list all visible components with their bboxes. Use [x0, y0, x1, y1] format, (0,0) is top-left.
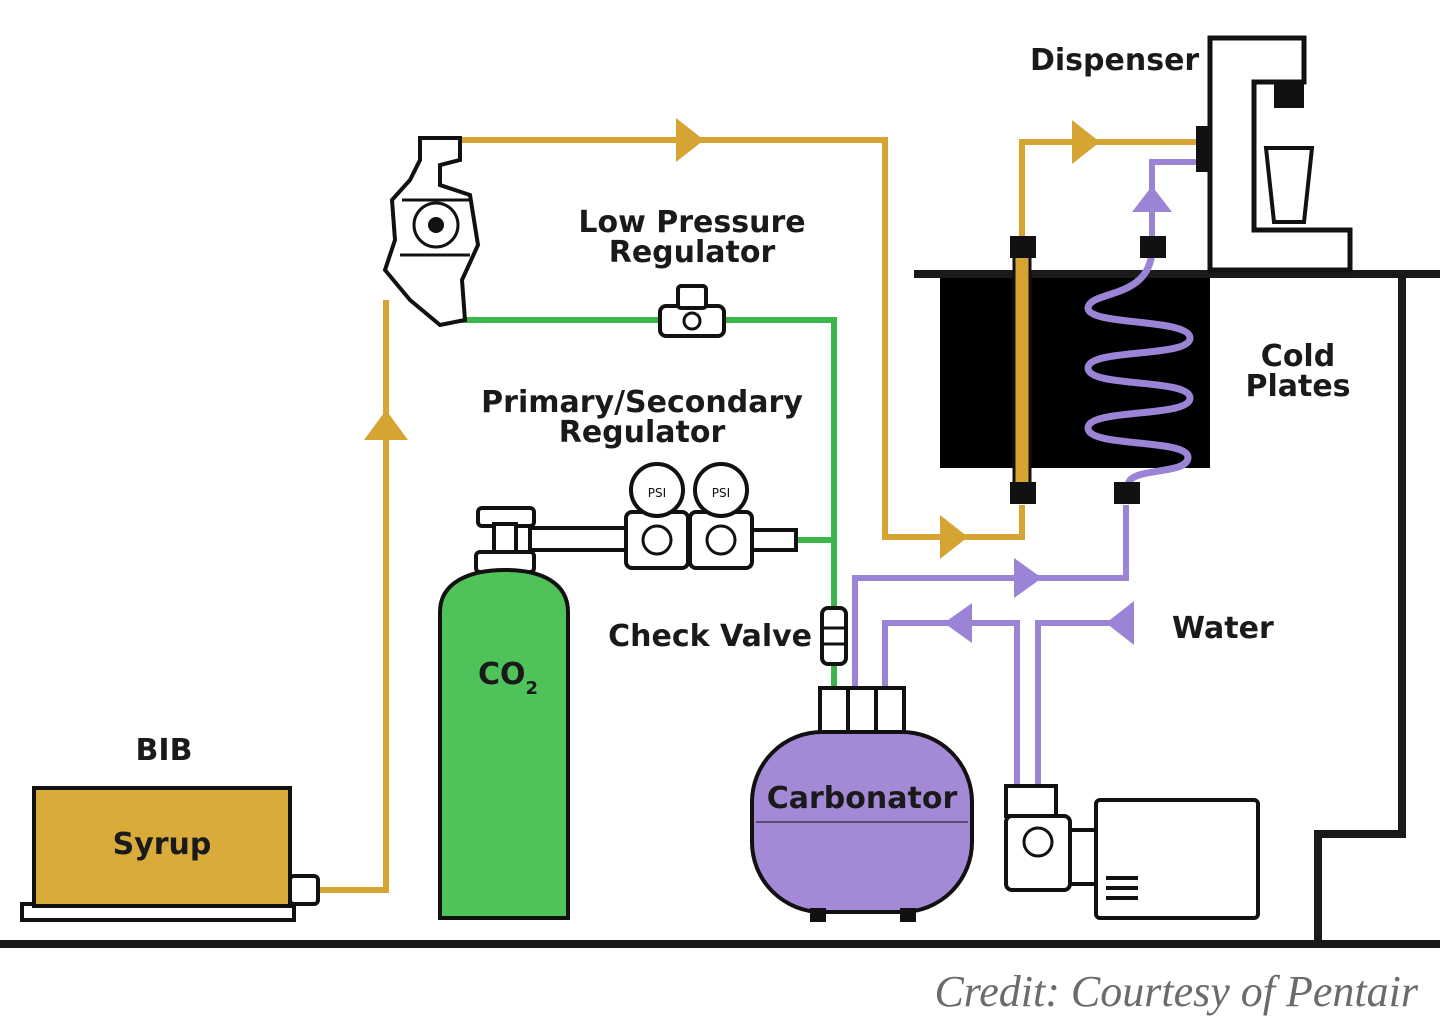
co2-line-to-low-pressure [455, 317, 837, 610]
syrup-line-coldplate-to-dispenser [1019, 139, 1200, 240]
low-pressure-regulator-port [682, 311, 702, 331]
cup-icon [1263, 146, 1315, 224]
bib-box-outlet [288, 874, 320, 906]
water-pump-head-port [1022, 826, 1054, 858]
cold-plates-label-line2: Plates [1245, 369, 1350, 404]
syrup-pump-hub [428, 217, 444, 233]
water-coil [1084, 246, 1194, 490]
regulator-outlet-fitting [750, 528, 798, 552]
cold-plates-label-line1: Cold [1261, 339, 1335, 374]
water-pump-motor [1094, 798, 1260, 920]
carbonator-fitting [846, 686, 878, 736]
dispenser [1196, 35, 1353, 273]
water-line-supply-to-pump [1035, 620, 1130, 790]
syrup-tube-cap-top [1010, 236, 1036, 258]
check-valve-body [820, 606, 848, 666]
water-line [852, 159, 1200, 790]
regulator-body-1 [624, 510, 690, 570]
syrup-arrow-right-bottom [940, 515, 968, 559]
co2-tank-valve-stem [492, 522, 518, 556]
carbonator-label: Carbonator [767, 781, 958, 816]
water-arrow-up-dispenser [1132, 186, 1172, 212]
primary-secondary-regulator-label-line1: Primary/Secondary [481, 385, 803, 420]
water-arrow-left-supply [1106, 601, 1134, 645]
water-coil-cap-bottom [1114, 482, 1140, 504]
carbonator-fitting [818, 686, 850, 736]
carbonator [750, 686, 974, 922]
syrup-arrow-right-top [676, 118, 704, 162]
water-arrow-right [1014, 558, 1042, 598]
primary-secondary-regulator-label-line2: Regulator [559, 415, 726, 450]
water-pump [1004, 784, 1260, 920]
cold-plate-block [940, 278, 1210, 468]
dispenser-inlet [1196, 126, 1210, 172]
dispenser-nozzle [1274, 82, 1304, 108]
bib-label: BIB [136, 733, 193, 768]
water-arrow-left-pump [944, 603, 972, 643]
regulator-knob-2 [705, 524, 737, 556]
low-pressure-regulator-body [658, 304, 726, 338]
regulator-body-2 [688, 510, 754, 570]
syrup-arrow-right-dispenser [1072, 120, 1100, 164]
pressure-gauge-icon [693, 462, 749, 518]
counter-outline [914, 270, 1440, 944]
water-line-coldplate-to-dispenser [1149, 159, 1200, 240]
bib-syrup-box [20, 786, 320, 922]
flow-arrows [364, 118, 1172, 645]
syrup-line [318, 137, 1200, 893]
low-pressure-regulator [658, 284, 726, 338]
carbonator-fitting [874, 686, 906, 736]
co2-tank-label: CO2 [478, 657, 538, 699]
dispenser-body [1207, 35, 1353, 273]
pressure-gauge-icon [629, 462, 685, 518]
low-pressure-regulator-label-line2: Regulator [609, 235, 776, 270]
gauge-label: PSI [712, 486, 730, 500]
carbonator-foot [810, 908, 826, 922]
regulator-knob-1 [641, 524, 673, 556]
syrup-arrow-up [364, 410, 408, 440]
low-pressure-regulator-cap [676, 284, 708, 310]
water-line-carbonator-to-coldplate [852, 505, 1129, 690]
water-label: Water [1172, 611, 1274, 646]
co2-tank: CO2 [438, 506, 570, 920]
syrup-pump [382, 136, 481, 328]
syrup-line-bib-to-pump [318, 300, 389, 893]
water-coil-cap-top [1140, 236, 1166, 258]
syrup-label: Syrup [113, 827, 212, 862]
bib-box-body [32, 786, 292, 908]
co2-tank-body [438, 567, 570, 920]
syrup-line-pump-to-coldplate [455, 137, 1025, 540]
cold-plate [940, 236, 1210, 504]
check-valve [820, 606, 848, 666]
syrup-tube [1012, 248, 1032, 497]
gauge-label: PSI [648, 486, 666, 500]
water-pump-inlet-fitting [1004, 784, 1058, 818]
carbonator-foot [900, 908, 916, 922]
regulator-inlet-fitting [528, 526, 632, 552]
check-valve-label: Check Valve [608, 619, 812, 654]
low-pressure-regulator-label-line1: Low Pressure [578, 205, 805, 240]
image-credit: Credit: Courtesy of Pentair [934, 967, 1418, 1016]
syrup-tube-cap-bottom [1010, 482, 1036, 504]
dispenser-label: Dispenser [1030, 43, 1199, 78]
primary-secondary-regulator: PSI PSI [528, 462, 798, 570]
